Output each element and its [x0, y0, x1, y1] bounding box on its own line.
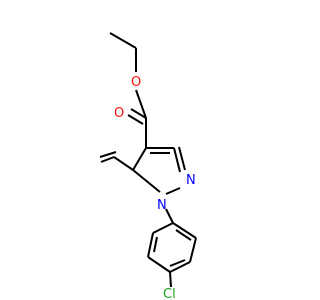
atom-cl: Cl	[163, 287, 176, 300]
atom-o-ester: O	[131, 75, 141, 90]
bond-n2-n1	[165, 187, 181, 195]
atom-n2: N	[186, 173, 196, 188]
atom-n1: N	[157, 198, 167, 213]
bond-carbonyl-double-a	[130, 108, 147, 119]
molecule-structure: O O N N Cl	[99, 32, 197, 300]
bond-ph-inner-3	[153, 236, 158, 253]
bond-c5-c4	[132, 147, 147, 171]
bond-c3-n2	[173, 147, 181, 173]
bond-n1-c5	[132, 169, 161, 193]
bond-vinyl-double-a	[100, 156, 115, 163]
structure-canvas: O O N N Cl	[99, 32, 197, 300]
bond-o-ester-carbon	[135, 89, 147, 119]
bond-ph-c2-c3	[189, 237, 197, 263]
bond-carbonyl-double-b	[127, 114, 144, 125]
bond-ph-inner-2	[169, 259, 186, 267]
bond-ph-c3-c4	[169, 261, 191, 273]
bond-c5-vinyl	[113, 156, 134, 171]
bond-vinyl-double-b	[99, 151, 117, 158]
bond-ph-inner-1	[175, 229, 192, 241]
bond-n1-phenyl	[165, 208, 174, 224]
bond-ph-c1-c2	[172, 222, 197, 239]
bond-ethyl-ch3-ch2	[109, 32, 137, 49]
bond-ph-c4-c5	[147, 256, 171, 273]
bond-ph-c5-c6	[147, 232, 154, 258]
bond-ph-c6-c1	[152, 222, 174, 234]
bond-c-cl	[169, 271, 172, 288]
atom-o-carbonyl: O	[114, 106, 124, 121]
bond-c3-n2-double	[178, 146, 186, 171]
